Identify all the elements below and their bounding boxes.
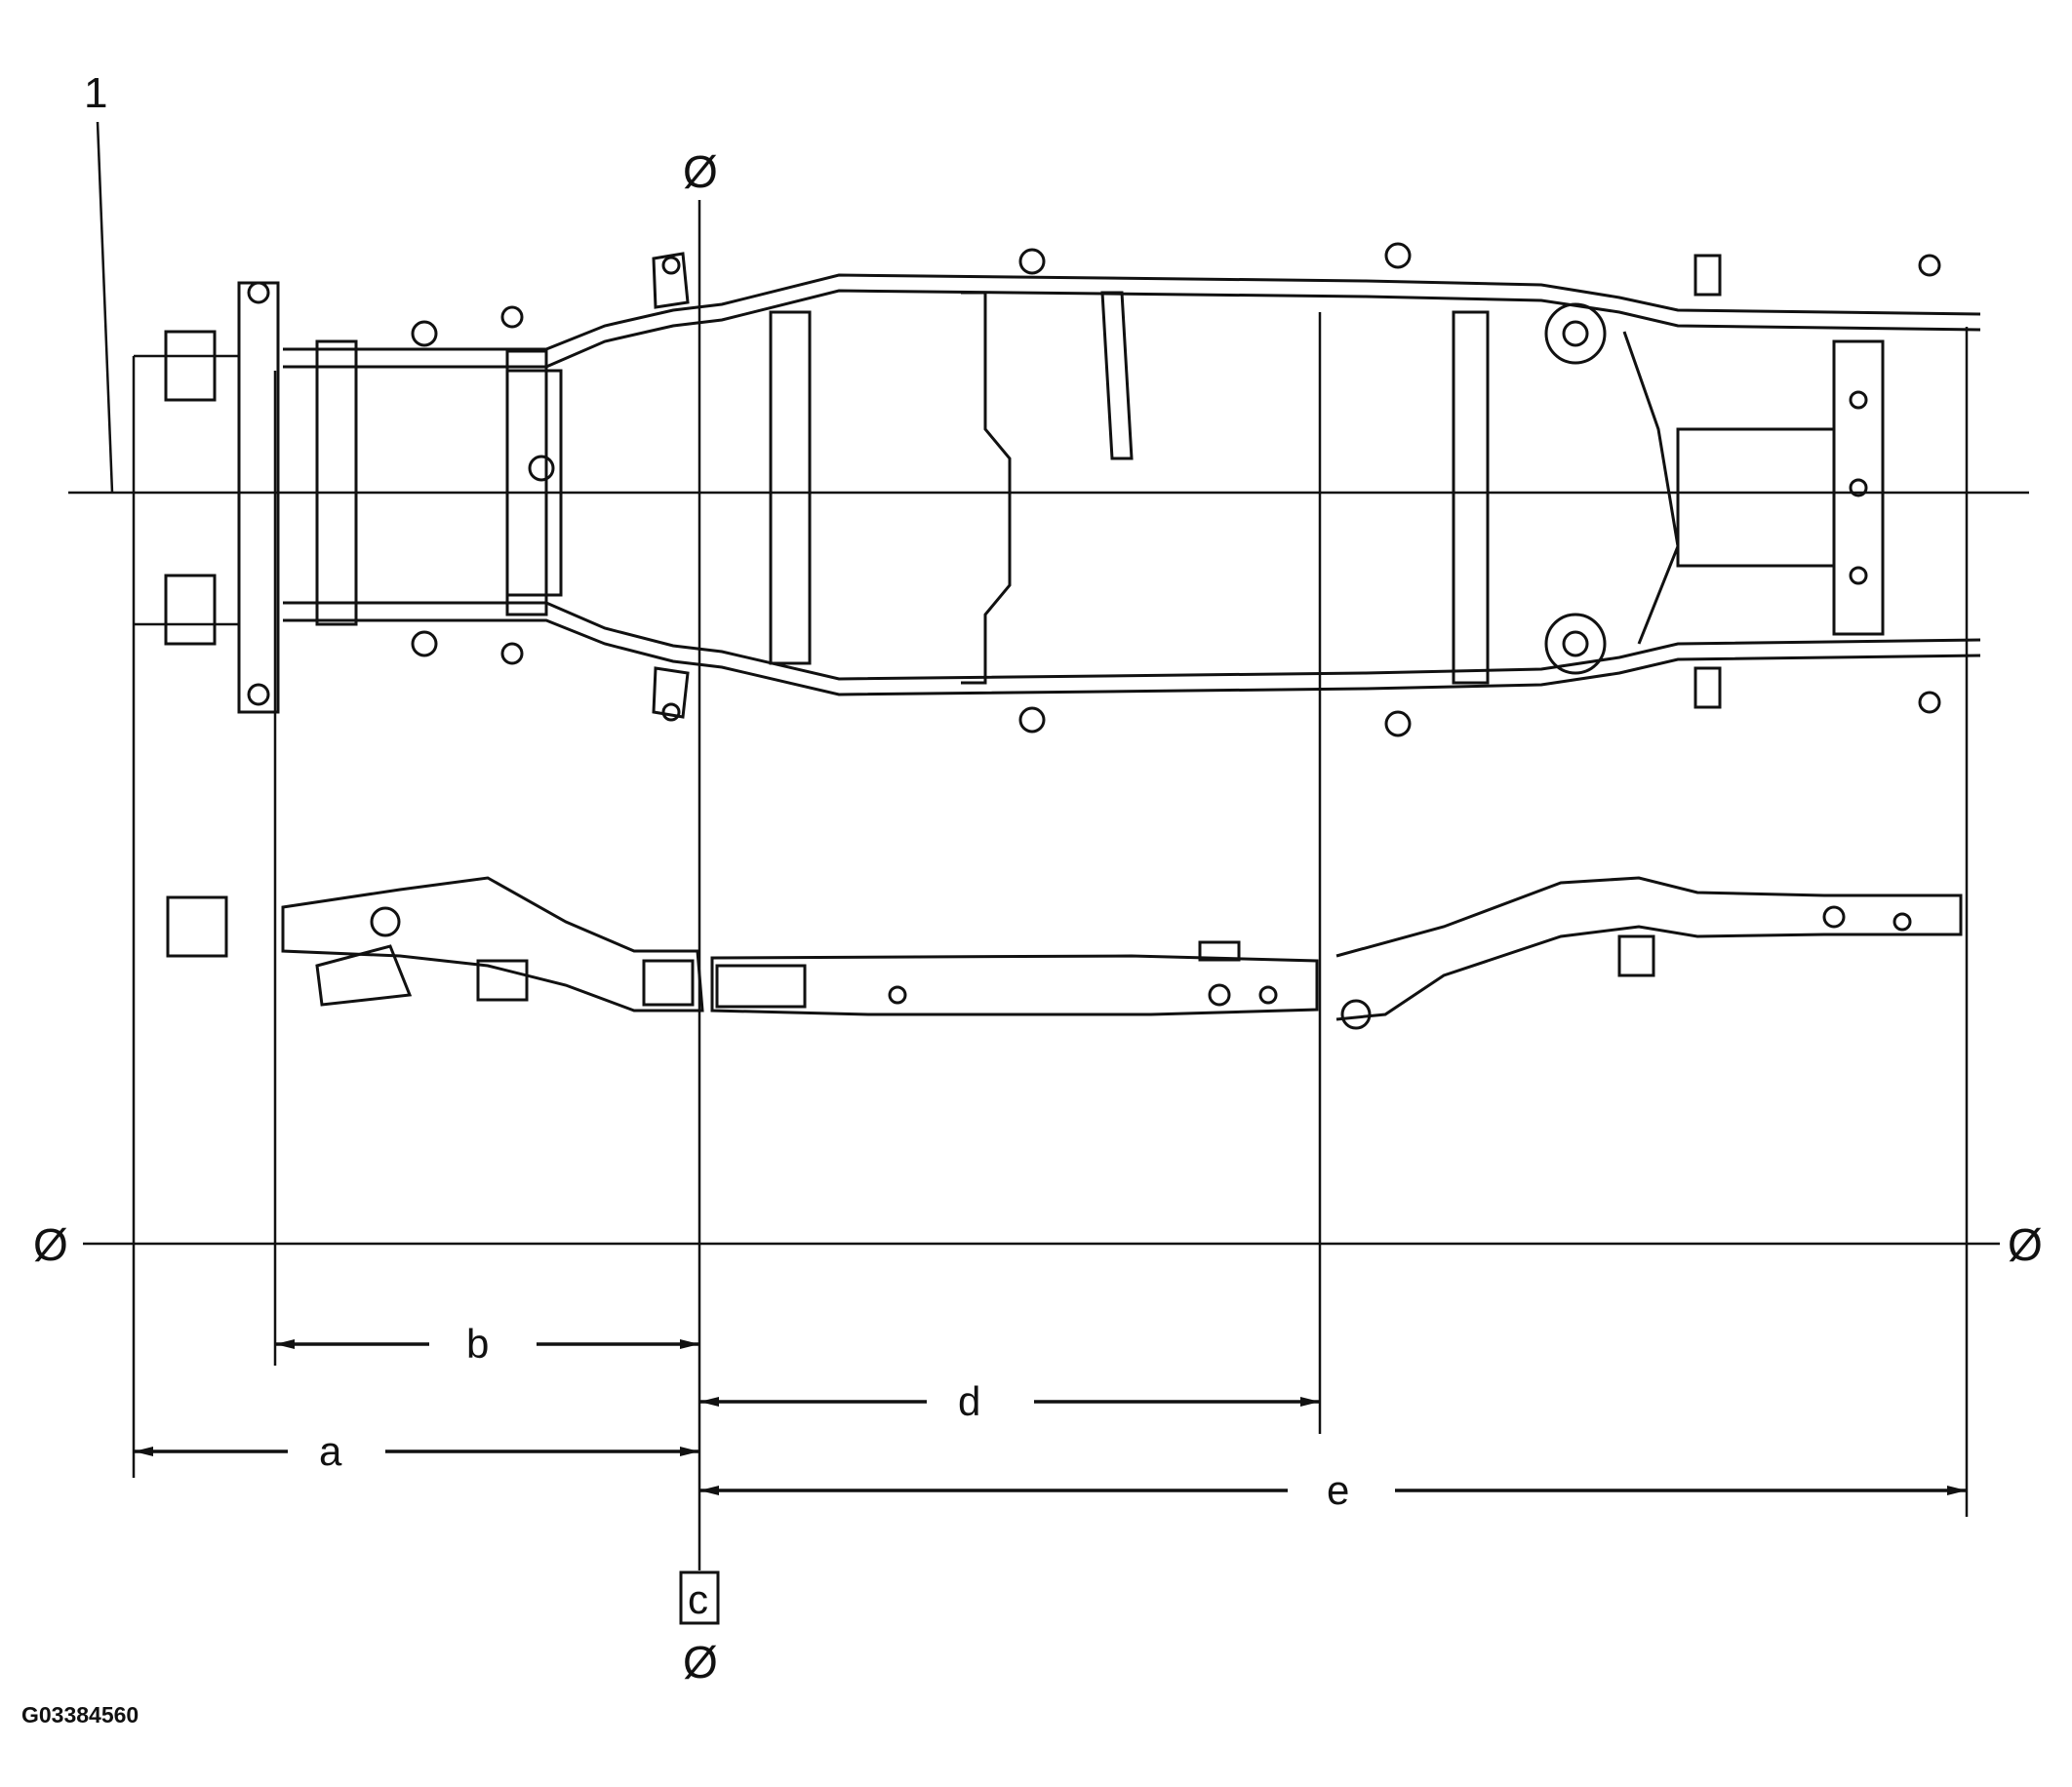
- datum-symbol-left: Ø: [33, 1219, 68, 1270]
- rear-suspension-crossmember: [1676, 427, 1836, 568]
- datum-symbol-top: Ø: [683, 146, 718, 197]
- datum-symbol-right: Ø: [2008, 1219, 2043, 1270]
- frame-side-view: [166, 876, 1963, 1030]
- frame-rail-side-rear: [1335, 876, 1963, 1021]
- crossmember-2: [769, 310, 812, 665]
- front-bumper-bracket-lower: [164, 574, 217, 646]
- front-bracket-side: [166, 895, 228, 958]
- frame-top-view: [164, 242, 1981, 737]
- frame-rail-lower-inner: [283, 601, 1981, 681]
- datum-box-c-label: c: [688, 1576, 708, 1622]
- dimension-label-e: e: [1327, 1467, 1349, 1513]
- front-suspension-crossmember-1: [315, 339, 358, 626]
- figure-id: G03384560: [21, 1702, 139, 1727]
- front-suspension-crossmember-2: [505, 349, 548, 616]
- crossmember-4: [1100, 291, 1134, 460]
- crossmember-5: [1452, 310, 1490, 685]
- spring-hanger-lower: [1544, 613, 1607, 675]
- reference-lines: [68, 121, 2029, 1570]
- crossmember-3: [961, 291, 1012, 685]
- frame-rail-side-middle: [710, 954, 1319, 1016]
- dimension-lines: [134, 1339, 1967, 1495]
- callout-1-leader: [96, 121, 114, 494]
- frame-rail-upper: [283, 273, 1981, 351]
- dimension-label-b: b: [466, 1321, 489, 1367]
- dimension-label-d: d: [958, 1378, 980, 1424]
- rear-crossmember: [1832, 339, 1885, 636]
- spring-hanger-upper: [1544, 302, 1607, 365]
- body-mount-3-upper: [1384, 242, 1412, 269]
- body-mount-2-upper: [1018, 248, 1046, 275]
- rear-kickup-brace: [1622, 331, 1680, 645]
- body-mount-front-lower: [652, 666, 690, 719]
- callout-1: 1: [84, 69, 107, 117]
- body-mount-3-lower: [1384, 710, 1412, 737]
- rear-bumper-bracket-upper: [1693, 254, 1722, 297]
- rear-bumper-bracket-lower: [1693, 666, 1722, 709]
- frame-rail-lower: [283, 618, 1981, 696]
- dimension-label-a: a: [319, 1428, 342, 1474]
- body-mount-front-upper: [652, 252, 690, 309]
- frame-rail-upper-inner: [283, 289, 1981, 369]
- datum-symbol-bottom: Ø: [683, 1637, 718, 1688]
- body-mount-2-lower: [1018, 706, 1046, 734]
- front-bumper-bracket-upper: [164, 330, 217, 402]
- frame-rail-side-profile: [281, 876, 704, 1013]
- front-crossmember: [237, 281, 280, 714]
- datum-box-c: [679, 1570, 720, 1625]
